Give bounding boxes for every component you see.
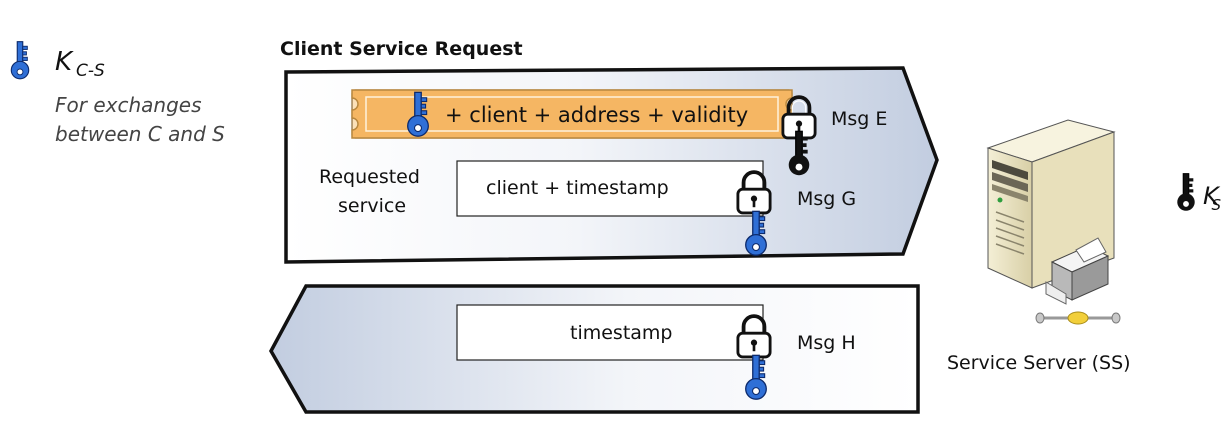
server-key-legend: K S	[1176, 173, 1221, 214]
msg-g-label: Msg G	[797, 188, 856, 210]
authenticator-text: client + timestamp	[486, 177, 669, 199]
authenticator: client + timestamp Msg G	[456, 160, 856, 256]
session-key-label: K	[55, 47, 74, 77]
session-key-legend: K C-S For exchanges between C and S	[10, 41, 225, 146]
server-icon	[986, 119, 1121, 325]
blue-key-icon	[10, 41, 30, 80]
server-key-label: K	[1203, 182, 1221, 210]
msg-h-label: Msg H	[797, 332, 856, 354]
session-key-note-line1: For exchanges	[55, 93, 201, 117]
black-key-icon	[1176, 173, 1196, 212]
requested-service-line2: service	[338, 195, 406, 217]
session-key-subscript: C-S	[76, 61, 105, 81]
msg-e-label: Msg E	[831, 108, 887, 130]
ticket-text: + client + address + validity	[445, 103, 748, 127]
server-timestamp: timestamp Msg H	[456, 304, 856, 400]
timestamp-text: timestamp	[570, 322, 673, 344]
diagram-title: Client Service Request	[280, 38, 523, 60]
request-arrow: + client + address + validity Msg E Requ…	[284, 66, 939, 264]
service-ticket: + client + address + validity Msg E	[351, 89, 887, 176]
server-key-subscript: S	[1211, 196, 1221, 214]
requested-service-line1: Requested	[319, 166, 420, 188]
server-label: Service Server (SS)	[947, 352, 1131, 374]
response-arrow: timestamp Msg H	[268, 284, 920, 414]
session-key-note-line2: between C and S	[55, 122, 225, 146]
